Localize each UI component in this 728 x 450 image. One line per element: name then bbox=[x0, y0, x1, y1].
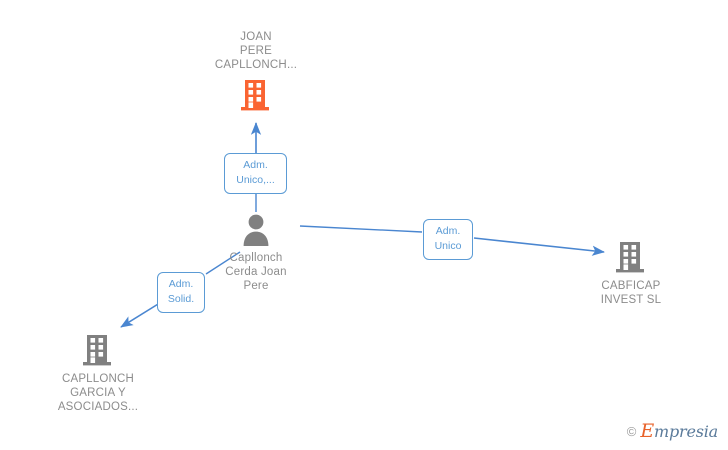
brand-rest: mpresia bbox=[654, 422, 718, 441]
node-label-capllonch-cerda-joan-pere: Capllonch Cerda Joan Pere bbox=[225, 252, 287, 292]
building-icon bbox=[240, 78, 272, 112]
node-label-capllonch-garcia-y-asociados: CAPLLONCH GARCIA Y ASOCIADOS... bbox=[57, 373, 139, 413]
edge-label-adm-unico[interactable]: Adm. Unico bbox=[423, 219, 473, 260]
node-capllonch-cerda-joan-pere[interactable]: Capllonch Cerda Joan Pere bbox=[196, 212, 316, 293]
edge-label-adm-unico-multiple[interactable]: Adm. Unico,... bbox=[224, 153, 287, 194]
copyright-icon: © bbox=[626, 423, 637, 439]
brand-initial: E bbox=[640, 420, 654, 442]
node-cabficap-invest-sl[interactable]: CABFICAP INVEST SL bbox=[571, 240, 691, 307]
person-icon bbox=[240, 212, 272, 246]
watermark-empresia: © Empresia bbox=[627, 420, 718, 442]
building-icon bbox=[615, 240, 647, 274]
edge-label-adm-solid[interactable]: Adm. Solid. bbox=[157, 272, 205, 313]
node-label-cabficap-invest-sl: CABFICAP INVEST SL bbox=[600, 280, 662, 306]
node-capllonch-garcia-y-asociados[interactable]: CAPLLONCH GARCIA Y ASOCIADOS... bbox=[38, 333, 158, 414]
node-label-joan-pere-capllonch: JOAN PERE CAPLLONCH... bbox=[214, 31, 298, 71]
building-icon bbox=[82, 333, 114, 367]
node-joan-pere-capllonch[interactable]: JOAN PERE CAPLLONCH... bbox=[196, 30, 316, 112]
brand-logo-text: Empresia bbox=[640, 420, 718, 442]
edge-line-to-cabficap-left bbox=[299, 225, 423, 233]
